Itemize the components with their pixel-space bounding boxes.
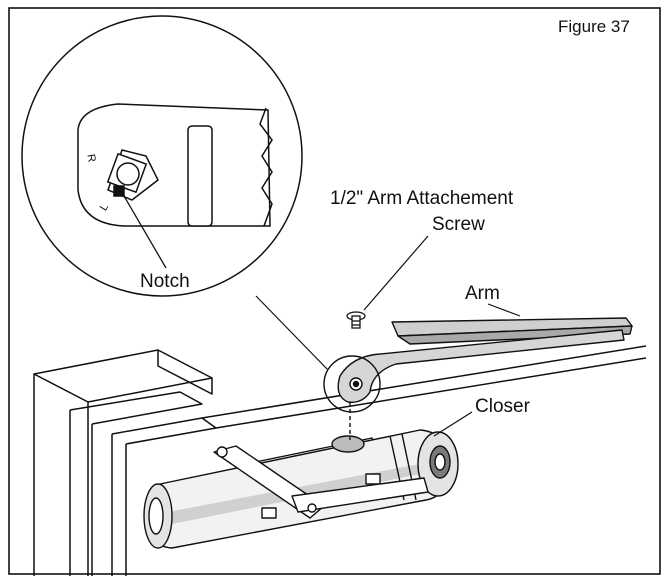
- screw-label-line2: Screw: [432, 214, 485, 235]
- callout-connector: [255, 295, 329, 371]
- detail-mark-r: R: [84, 153, 97, 163]
- arm-label: Arm: [465, 283, 500, 304]
- closer-body: [143, 402, 459, 549]
- leader-lines: [363, 235, 521, 437]
- detail-callout-circle: [323, 355, 381, 413]
- detail-mark-l: L: [98, 202, 111, 213]
- figure-frame: [8, 7, 661, 575]
- magnified-detail: [21, 15, 303, 297]
- arm: [337, 317, 633, 403]
- screw-label-line1: 1/2" Arm Attachement: [330, 188, 514, 209]
- figure-number: Figure 37: [558, 17, 630, 36]
- door-frame: [33, 345, 647, 576]
- attachment-screw: [346, 311, 366, 329]
- closer-label: Closer: [475, 396, 530, 417]
- notch-label: Notch: [140, 271, 190, 292]
